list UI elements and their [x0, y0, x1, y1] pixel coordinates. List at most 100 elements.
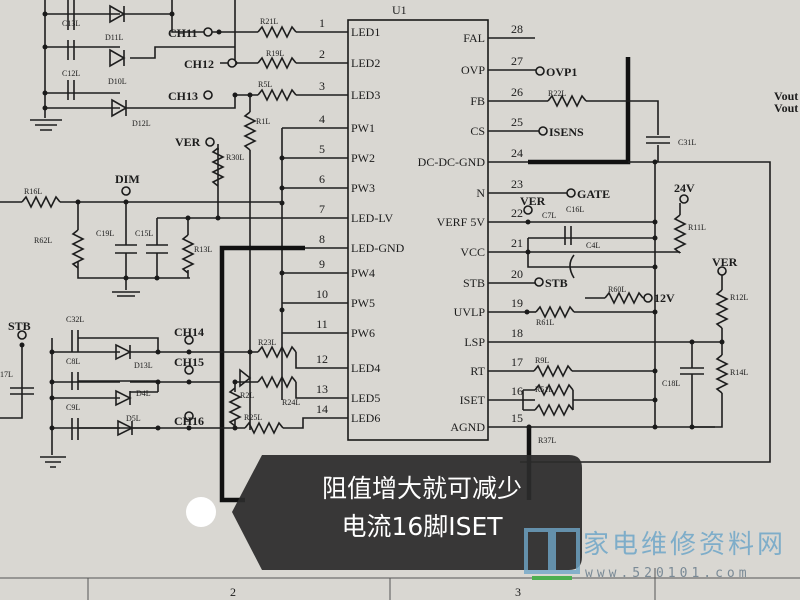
pin-name-led6: LED6: [351, 411, 380, 425]
label-r60l: R60L: [608, 285, 626, 294]
label-c12l: C12L: [62, 69, 80, 78]
pin-number-6: 6: [319, 172, 325, 186]
pin-number-14: 14: [316, 402, 328, 416]
touch-indicator: [186, 497, 216, 527]
pin-number-19: 19: [511, 296, 523, 310]
pin-name-n: N: [476, 186, 485, 200]
24v-terminal: [679, 194, 689, 204]
pin-number-1: 1: [319, 16, 325, 30]
net-ver-right: VER: [712, 255, 738, 269]
pin-number-12: 12: [316, 352, 328, 366]
pin-number-13: 13: [316, 382, 328, 396]
label-c18l: C18L: [662, 379, 680, 388]
annotation-text: 阻值增大就可减少 电流16脚ISET: [262, 470, 582, 546]
label-d5l: D5L: [126, 414, 141, 423]
label-r12l: R12L: [730, 293, 748, 302]
label-d13l: D13L: [134, 361, 153, 370]
ver-22-terminal: [523, 205, 533, 215]
pin-number-21: 21: [511, 236, 523, 250]
label-r1l: R1L: [256, 117, 270, 126]
pin-name-fal: FAL: [463, 31, 485, 45]
label-d11l: D11L: [105, 33, 123, 42]
pin-number-8: 8: [319, 232, 325, 246]
frame-col-2: 2: [230, 585, 236, 599]
net-ver-22: VER: [520, 194, 546, 208]
pin-name-cs: CS: [470, 124, 485, 138]
pin-number-9: 9: [319, 257, 325, 271]
watermark-book-icon: [524, 528, 580, 580]
label-r13l: R13L: [194, 245, 212, 254]
net-stb-left: STB: [8, 319, 31, 333]
label-r30l: R30L: [226, 153, 244, 162]
label-c4l: C4L: [586, 241, 600, 250]
pin-name-uvlp: UVLP: [454, 305, 486, 319]
ic-ref: U1: [392, 3, 407, 17]
pin-number-3: 3: [319, 79, 325, 93]
label-r37l: R37L: [538, 436, 556, 445]
label-c9l: C9L: [66, 403, 80, 412]
pin-name-pw2: PW2: [351, 151, 375, 165]
pin-name-verf-5v: VERF 5V: [437, 215, 486, 229]
pin-name-led2: LED2: [351, 56, 380, 70]
ch14-16-network: [0, 330, 250, 468]
gate-terminal: [566, 188, 576, 198]
net-isens: ISENS: [549, 125, 584, 139]
label-r16l: R16L: [24, 187, 42, 196]
watermark-url: www.520101.com: [585, 566, 751, 581]
net-ch15: CH15: [174, 355, 204, 369]
net-ch13: CH13: [168, 89, 198, 103]
ic-left-pins: 1LED12LED23LED34PW15PW26PW37LED-LV8LED-G…: [316, 16, 405, 425]
pin-number-17: 17: [511, 355, 523, 369]
pin-name-pw4: PW4: [351, 266, 375, 280]
ch13-terminal: [203, 90, 213, 100]
pin-name-pw3: PW3: [351, 181, 375, 195]
pin-name-vcc: VCC: [460, 245, 485, 259]
pin-number-16: 16: [511, 384, 523, 398]
pin-number-18: 18: [511, 326, 523, 340]
net-ver: VER: [175, 135, 201, 149]
net-ch16: CH16: [174, 414, 204, 428]
pin-number-5: 5: [319, 142, 325, 156]
label-c16l: C16L: [566, 205, 584, 214]
label-c32l: C32L: [66, 315, 84, 324]
pin-number-28: 28: [511, 22, 523, 36]
frame-col-3: 3: [515, 585, 521, 599]
label-r19l: R19L: [266, 49, 284, 58]
pin-number-15: 15: [511, 411, 523, 425]
net-dim: DIM: [115, 172, 140, 186]
pin-number-10: 10: [316, 287, 328, 301]
ch11-terminal: [203, 27, 213, 37]
ver-right-terminal: [717, 266, 727, 276]
pin-number-25: 25: [511, 115, 523, 129]
dim-terminal: [121, 186, 131, 196]
net-vout-1: Vout: [774, 89, 798, 103]
pin-name-agnd: AGND: [450, 420, 485, 434]
pin-number-24: 24: [511, 146, 523, 160]
annotation-line-2: 电流16脚ISET: [341, 512, 503, 541]
label-r22l: R22L: [548, 89, 566, 98]
watermark-name: 家电维修资料网: [583, 530, 787, 560]
net-ch12: CH12: [184, 57, 214, 71]
pin-name-lsp: LSP: [464, 335, 485, 349]
net-24v: 24V: [674, 181, 695, 195]
ch14-terminal: [184, 335, 194, 345]
label-c19l: C19L: [96, 229, 114, 238]
annotation-line-1: 阻值增大就可减少: [321, 474, 522, 503]
pin-number-27: 27: [511, 54, 523, 68]
net-gate: GATE: [577, 187, 610, 201]
pin-name-led-lv: LED-LV: [351, 211, 394, 225]
label-d10l: D10L: [108, 77, 127, 86]
pin-number-2: 2: [319, 47, 325, 61]
pin-number-4: 4: [319, 112, 325, 126]
pin-name-pw1: PW1: [351, 121, 375, 135]
ovp1-terminal: [535, 66, 545, 76]
label-r2l: R2L: [240, 391, 254, 400]
net-vout-2: Vout: [774, 101, 798, 115]
label-r24l: R24L: [282, 398, 300, 407]
ch15-terminal: [184, 365, 194, 375]
ch11-13-network: C13L C12L D11L D10L D12L: [30, 0, 348, 131]
net-ch11: CH11: [168, 26, 197, 40]
pin-number-23: 23: [511, 177, 523, 191]
pin-number-20: 20: [511, 267, 523, 281]
